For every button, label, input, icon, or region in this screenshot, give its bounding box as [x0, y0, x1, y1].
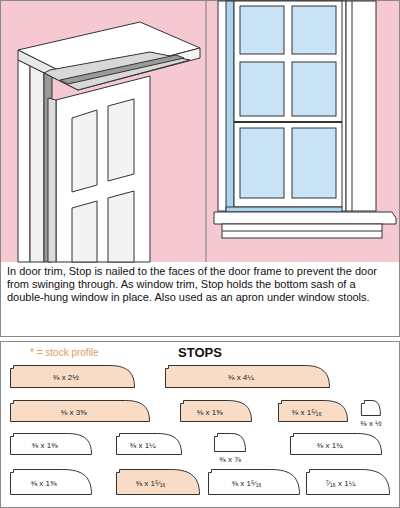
profile-outline-path: [11, 401, 150, 422]
side-casing-face: [30, 66, 44, 262]
profile-shape: ⅜ x ½: [360, 400, 382, 428]
door-panel: [72, 110, 97, 192]
legend-text: * = stock profile: [30, 347, 99, 358]
door-edge: [48, 98, 56, 262]
profile-shape: ⅜ x 2½: [10, 365, 135, 388]
profile-outline-path: [117, 470, 200, 495]
window-frame: [218, 1, 346, 211]
glass-pane: [292, 62, 336, 116]
profile-shape: ⅜ x 1⁵⁄₁₆: [208, 469, 300, 495]
glass-pane: [240, 6, 284, 54]
profile-shape: ⅜ x 1⅝: [10, 469, 92, 495]
profile-size: ⅜ x 1⅝: [197, 408, 223, 417]
profile-size: ⅜ x 1⁵⁄₁₆: [135, 479, 165, 488]
door-panel: [72, 201, 97, 262]
profile-shape: ⅜ x 1¾: [290, 433, 382, 455]
door-slab: [56, 76, 150, 262]
profile-outline-path: [11, 470, 92, 495]
panel-divider: [205, 1, 206, 262]
glass-pane: [240, 62, 284, 116]
profile-size: ⅜ x 1¼: [130, 441, 156, 450]
door-drawing: [18, 22, 200, 262]
glass-pane: [292, 128, 336, 198]
profile-outline-path: [209, 470, 300, 495]
profile-size: ⅜ x 2½: [53, 373, 79, 382]
window-apron: [222, 224, 382, 238]
profile-outline-path: [307, 470, 390, 495]
profile-size: ⅜ x 1¾: [317, 441, 343, 450]
profile-size: ⅜ x 4¼: [228, 373, 254, 382]
window-drawing: [214, 1, 396, 238]
profile-size: ⅜ x ½: [360, 419, 382, 428]
profile-size: ⅜ x 3⅝: [61, 408, 87, 417]
profile-outline: [360, 400, 382, 417]
casing-bead: [352, 1, 353, 211]
profile-size: ⅜ x 1⁵⁄₁₆: [292, 408, 322, 417]
meeting-rail: [234, 121, 342, 123]
profile-shape: ⅜ x 1⁵⁄₁₆: [278, 400, 348, 422]
profile-shape: ⅜ x 1⅜: [10, 433, 92, 455]
profile-size: ⅜ x 1⁵⁄₁₆: [231, 479, 261, 488]
glass-pane: [292, 6, 336, 54]
profile-shape: ⅜ x 4¼: [165, 365, 330, 388]
profile-shape: ⅜ x 1⁵⁄₁₆: [116, 469, 200, 495]
profile-outline: [214, 433, 246, 453]
profile-size: ⅜ x 1⅜: [32, 441, 58, 450]
legend: * = stock profile: [30, 347, 99, 358]
side-casing: [346, 1, 376, 211]
bottom-stop: [226, 207, 342, 212]
profile-outline-path: [181, 401, 252, 422]
glass-pane: [240, 128, 284, 198]
window-stool: [214, 212, 396, 224]
bottom-panel-border: [1, 342, 400, 508]
door-panel: [108, 99, 134, 181]
profile-outline-path: [361, 401, 380, 416]
top-panel-border: [1, 1, 400, 337]
profile-size: ⅜ x 1⅝: [30, 479, 56, 488]
profile-outline-path: [279, 401, 348, 422]
side-casing: [18, 60, 30, 262]
window-sash: [234, 1, 342, 207]
profile-shape: ⅜ x 1¼: [116, 433, 182, 455]
caption-text: In door trim, Stop is nailed to the face…: [7, 265, 393, 304]
apron-bead: [222, 231, 382, 232]
profile-size: ⁷⁄₁₆ x 1¼: [326, 479, 356, 488]
profile-shape: ⅜ x 1⅝: [180, 400, 252, 422]
profile-shape: ⅜ x ⅞: [214, 433, 246, 464]
profile-shape: ⅜ x 3⅝: [10, 400, 150, 422]
door-panel: [108, 191, 134, 262]
pink-ground: [1, 1, 399, 262]
head-stop: [60, 55, 184, 84]
profile-outline-path: [215, 434, 246, 452]
profile-outline-path: [11, 366, 135, 388]
profile-size: ⅜ x ⅞: [219, 455, 241, 464]
profile-outline-path: [11, 434, 92, 455]
profile-outline-path: [166, 366, 330, 388]
profile-outline-path: [117, 434, 182, 455]
profile-shape: ⁷⁄₁₆ x 1¼: [306, 469, 390, 495]
window-stop: [226, 1, 234, 211]
profile-outline-path: [291, 434, 382, 455]
